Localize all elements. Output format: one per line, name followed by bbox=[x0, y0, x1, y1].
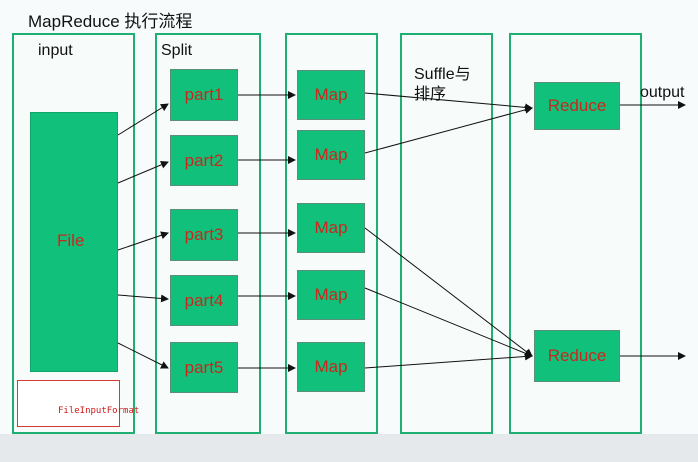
input-label: input bbox=[38, 42, 73, 59]
bottom-bar bbox=[0, 434, 698, 462]
map-box: Map bbox=[297, 130, 365, 180]
map-box: Map bbox=[297, 203, 365, 253]
reduce-box: Reduce bbox=[534, 82, 620, 130]
reduce-box: Reduce bbox=[534, 330, 620, 382]
part-box: part4 bbox=[170, 275, 238, 326]
split-label: Split bbox=[161, 42, 193, 59]
part-box: part2 bbox=[170, 135, 238, 186]
part-box: part3 bbox=[170, 209, 238, 261]
map-box: Map bbox=[297, 342, 365, 392]
part-box: part5 bbox=[170, 342, 238, 393]
diagram-title: MapReduce 执行流程 bbox=[28, 12, 193, 31]
file-box bbox=[30, 112, 118, 372]
shuffle-label-line1: Suffle与 bbox=[414, 66, 471, 83]
file-input-format-box: FileInputFormat bbox=[17, 380, 139, 427]
map-box: Map bbox=[297, 70, 365, 120]
map-box: Map bbox=[297, 270, 365, 320]
output-label: output bbox=[640, 84, 685, 101]
file-input-format-label: FileInputFormat bbox=[58, 406, 140, 416]
shuffle-label-line2: 排序 bbox=[414, 86, 447, 103]
part-box: part1 bbox=[170, 69, 238, 121]
file-label: File bbox=[57, 231, 85, 250]
